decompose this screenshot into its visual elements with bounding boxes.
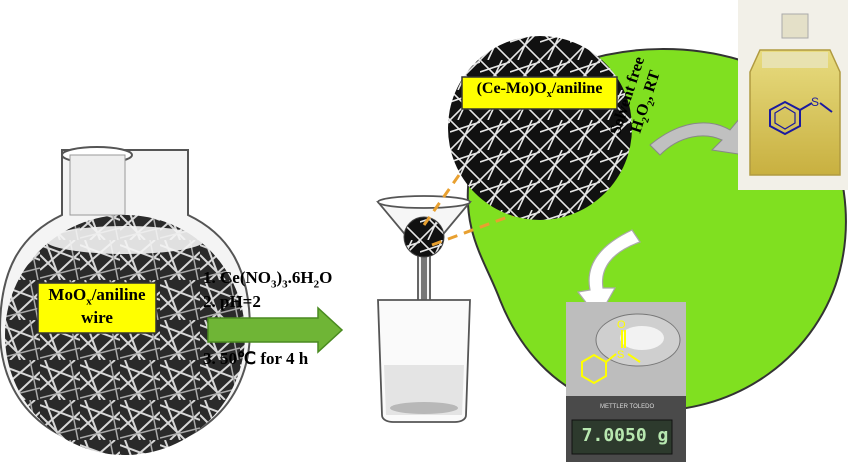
round-bottom-flask xyxy=(0,146,252,455)
flask-label-box xyxy=(37,282,157,334)
step1-part-d: O xyxy=(319,268,333,287)
step1-sub3: 2 xyxy=(313,278,320,291)
zoom-line-lower xyxy=(431,203,541,247)
bottle-photo xyxy=(738,0,848,190)
flask-label: MoOx/aniline wire xyxy=(39,285,155,331)
product-label-box xyxy=(461,76,618,110)
product-label-b: /aniline xyxy=(551,80,603,97)
balance-photo xyxy=(566,302,686,462)
flask-label-main: MoO xyxy=(48,285,87,304)
thioanisole-structure xyxy=(769,100,833,136)
product-label-a: (Ce-Mo)O xyxy=(476,80,547,97)
step-3: 3. 50℃ for 4 h xyxy=(203,349,309,368)
sulfur-atom-label: S xyxy=(811,95,819,109)
step-2: 2. pH=2 xyxy=(203,292,261,311)
balance-brand: METTLER TOLEDO xyxy=(600,404,655,410)
step1-part-a: 1. Ce(NO xyxy=(203,268,271,287)
flask-label-line2: wire xyxy=(81,308,113,328)
step1-sub2: 3 xyxy=(282,278,288,291)
sulfoxide-structure xyxy=(581,330,641,385)
product-label: (Ce-Mo)Ox/aniline xyxy=(463,80,616,108)
product-label-sub: x xyxy=(546,89,552,101)
step1-part-b: ) xyxy=(276,268,283,287)
flask-label-sub: x xyxy=(86,295,92,308)
step1-sub1: 3 xyxy=(270,278,277,291)
beaker xyxy=(377,299,471,423)
sulfoxide-s-label: S xyxy=(617,349,624,361)
reaction-arrow xyxy=(207,306,344,354)
step1-part-c: .6H xyxy=(287,268,314,287)
sulfoxide-o-label: O xyxy=(617,319,626,331)
sem-image-circle xyxy=(448,36,632,220)
balance-readout: 7.0050 g xyxy=(581,425,669,446)
step-1: 1. Ce(NO3)3.6H2O xyxy=(203,268,332,290)
flask-label-tail: /aniline xyxy=(91,285,146,304)
